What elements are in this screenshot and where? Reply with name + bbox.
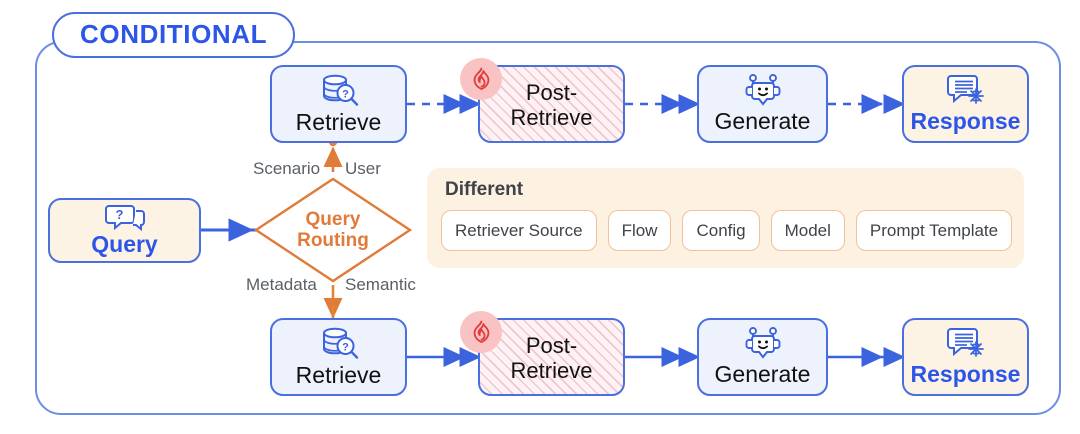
- node-top-generate[interactable]: Generate: [697, 65, 828, 143]
- node-top-post-retrieve[interactable]: Post- Retrieve: [478, 65, 625, 143]
- svg-text:?: ?: [115, 207, 123, 222]
- edge-label-user: User: [345, 159, 381, 178]
- node-bottom-retrieve-label: Retrieve: [295, 362, 382, 389]
- svg-text:?: ?: [342, 342, 349, 354]
- different-panel-title: Different: [445, 179, 524, 200]
- different-chip-list: Retriever Source Flow Config Model Promp…: [441, 210, 1013, 251]
- node-query-label: Query: [91, 231, 158, 258]
- database-search-icon: ?: [318, 326, 360, 362]
- edge-label-scenario: Scenario: [253, 159, 321, 178]
- chip-config[interactable]: Config: [682, 210, 760, 251]
- robot-icon: [741, 74, 785, 108]
- node-bottom-post-retrieve-label-line1: Post-: [525, 332, 578, 358]
- chat-snowflake-icon: [945, 327, 987, 361]
- node-query-routing[interactable]: Query Routing: [253, 176, 413, 284]
- node-top-post-retrieve-label-line2: Retrieve: [510, 105, 593, 130]
- node-top-post-retrieve-label-line1: Post-: [525, 79, 578, 105]
- node-bottom-generate-label: Generate: [714, 361, 811, 388]
- node-query[interactable]: ? Query: [48, 198, 201, 263]
- robot-icon: [741, 327, 785, 361]
- chip-prompt-template[interactable]: Prompt Template: [855, 210, 1013, 251]
- conditional-title-pill: CONDITIONAL: [52, 12, 296, 58]
- node-top-response[interactable]: Response: [902, 65, 1029, 143]
- node-top-retrieve-label: Retrieve: [295, 109, 382, 136]
- database-search-icon: ?: [318, 73, 360, 109]
- svg-text:?: ?: [342, 89, 349, 101]
- chat-snowflake-icon: [945, 74, 987, 108]
- node-bottom-response-label: Response: [910, 361, 1021, 388]
- question-chat-bubble-icon: ?: [104, 204, 145, 232]
- node-top-response-label: Response: [910, 108, 1021, 135]
- diamond-shape-icon: [253, 177, 413, 283]
- node-bottom-response[interactable]: Response: [902, 318, 1029, 396]
- node-bottom-post-retrieve[interactable]: Post- Retrieve: [478, 318, 625, 396]
- node-bottom-retrieve[interactable]: ? Retrieve: [270, 318, 407, 396]
- conditional-frame: [35, 41, 1061, 415]
- flame-icon: [460, 58, 502, 100]
- node-bottom-post-retrieve-label-line2: Retrieve: [510, 358, 593, 383]
- edge-label-metadata: Metadata: [246, 275, 317, 294]
- node-top-retrieve[interactable]: ? Retrieve: [270, 65, 407, 143]
- chip-model[interactable]: Model: [770, 210, 845, 251]
- flame-icon: [460, 311, 502, 353]
- chip-flow[interactable]: Flow: [607, 210, 672, 251]
- edge-label-semantic: Semantic: [345, 275, 416, 294]
- node-top-generate-label: Generate: [714, 108, 811, 135]
- node-bottom-generate[interactable]: Generate: [697, 318, 828, 396]
- different-panel: Different Retriever Source Flow Config M…: [427, 168, 1024, 268]
- chip-retriever-source[interactable]: Retriever Source: [441, 210, 597, 251]
